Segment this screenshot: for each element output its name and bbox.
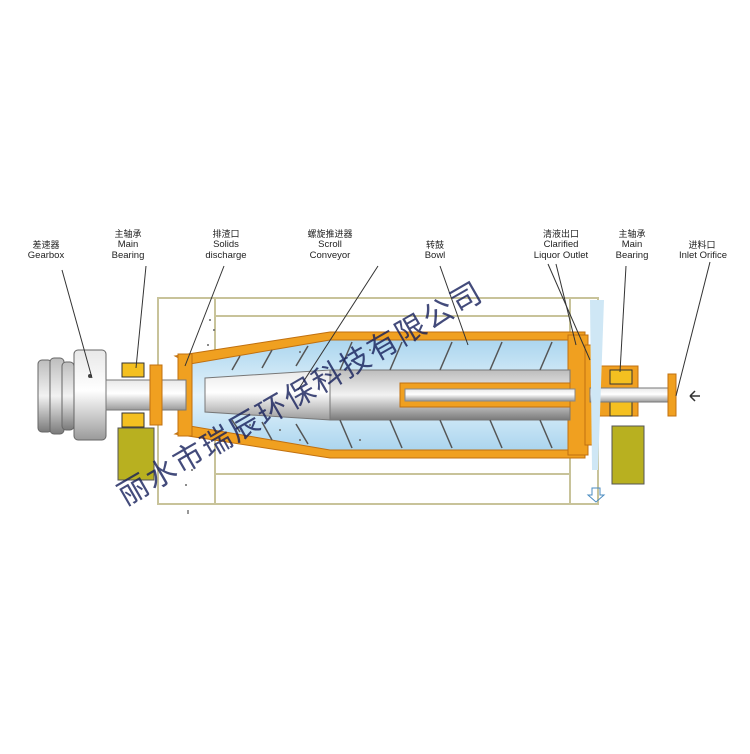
clarified-liquor-outlet-label-en1: Clarified (543, 239, 579, 250)
main-bearing-left-label-en1: Main (117, 239, 139, 250)
main-bearing-left-label-en2: Bearing (111, 250, 145, 261)
clarified-discharge (586, 300, 606, 503)
solids-discharge-label-zh: 排渣口 (212, 230, 240, 240)
clarified-liquor-outlet-label-zh: 清液出口 (542, 230, 579, 240)
leader-lines (61, 261, 711, 397)
inlet-feed-tube (589, 373, 700, 417)
left-main-bearing (117, 362, 163, 481)
main-bearing-right-label-en1: Main (621, 239, 643, 250)
gearbox-label-zh: 差速器 (32, 241, 60, 251)
inlet-orifice-label-zh: 进料口 (688, 241, 716, 251)
gearbox (37, 349, 187, 441)
right-main-bearing (597, 365, 645, 485)
clarified-liquor-outlet-label-en2: Liquor Outlet (533, 250, 589, 261)
scroll-conveyor (185, 319, 576, 486)
inlet-orifice-label-en: Inlet Orifice (678, 250, 728, 261)
main-bearing-right-label-en2: Bearing (615, 250, 649, 261)
bowl-label-en: Bowl (424, 250, 446, 261)
main-bearing-left-label-zh: 主轴承 (114, 230, 142, 240)
outlet-arrow-icon (586, 487, 606, 503)
solids-discharge-label-en2: discharge (205, 250, 247, 261)
bowl-label-zh: 转鼓 (425, 241, 444, 251)
inlet-arrow-icon (689, 390, 700, 402)
scroll-conveyor-label-en1: Scroll (318, 239, 342, 250)
solids-discharge-label-en1: Solids (213, 239, 239, 250)
gearbox-label-en: Gearbox (27, 250, 65, 261)
scroll-conveyor-label-zh: 螺旋推进器 (307, 230, 353, 240)
main-bearing-right-label-zh: 主轴承 (618, 230, 646, 240)
scroll-conveyor-label-en2: Conveyor (309, 250, 351, 261)
